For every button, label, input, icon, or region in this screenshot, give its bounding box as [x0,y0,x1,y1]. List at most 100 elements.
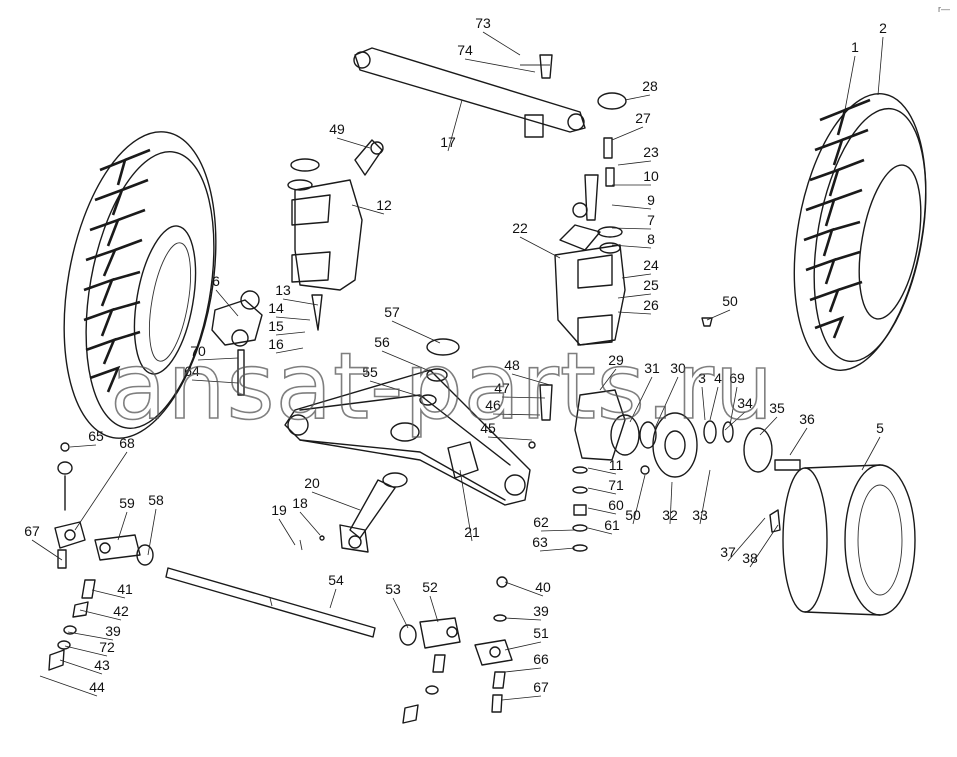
leader-p31 [629,376,653,423]
callout-p30: 30 [670,360,686,376]
callout-p48: 48 [504,357,520,373]
right-spacer-stack [572,466,588,552]
wheel-rim [782,464,916,616]
callout-p26: 26 [643,297,659,313]
leader-p13 [282,298,319,306]
leader-p69 [729,386,738,426]
leader-p9 [611,204,652,210]
leader-p49 [336,137,371,149]
callout-p44: 44 [89,679,105,695]
leader-p52 [429,595,439,623]
leader-p73 [482,31,521,56]
leader-p40 [504,581,544,597]
callout-p22: 22 [512,220,528,236]
callout-p31: 31 [644,360,660,376]
leader-p57 [391,320,441,344]
callout-p7: 7 [647,212,655,228]
callout-p16: 16 [268,336,284,352]
leader-p46 [492,413,541,416]
left-tire [63,131,217,439]
callout-p57: 57 [384,304,400,320]
leader-p70 [197,357,239,361]
leader-p21 [459,469,473,542]
leader-p27 [611,126,644,141]
callout-p10: 10 [643,168,659,184]
right-knuckle-bracket [554,92,627,346]
callout-p67a: 67 [24,523,40,539]
callout-p52: 52 [422,579,438,595]
callout-p65: 65 [88,428,104,444]
leader-p22 [519,236,561,259]
callout-p58: 58 [148,492,164,508]
leader-p26 [617,311,652,315]
callout-p33: 33 [692,507,708,523]
leader-p67b [501,695,542,701]
leader-p43 [59,659,103,675]
leader-p4 [709,386,719,421]
leader-p64 [191,379,239,384]
misc-small-parts [528,317,713,475]
watermark-text: ansat-parts.ru [110,333,774,440]
leader-p66 [504,667,542,673]
leader-p38 [749,524,779,568]
top-steering-arm [353,47,586,138]
leader-p54 [329,588,337,609]
leader-p19 [278,518,296,546]
leader-p61 [587,527,613,535]
leader-p29 [599,368,617,391]
leader-p7 [611,227,652,230]
leader-p53 [392,597,409,629]
callout-p59: 59 [119,495,135,511]
leader-p5 [861,436,881,471]
leader-p55 [369,380,426,399]
leader-p74 [464,58,536,73]
callout-p8: 8 [647,231,655,247]
leader-p23 [617,160,652,166]
callout-p9: 9 [647,192,655,208]
leader-p24 [621,273,652,279]
leader-p58 [147,508,157,556]
callout-p39a: 39 [533,603,549,619]
leader-p35 [759,416,778,436]
callout-p45: 45 [480,420,496,436]
callout-leaders [31,31,884,701]
leader-p71 [587,487,617,495]
leader-p56 [381,350,433,373]
callout-p37: 37 [720,544,736,560]
leader-p14 [275,316,311,321]
leader-p51 [504,641,542,651]
left-linkage [48,442,154,671]
leader-p42 [79,609,122,621]
callout-p61: 61 [604,517,620,533]
cross-shaft [165,567,376,638]
callout-p19: 19 [271,502,287,518]
callout-p29: 29 [608,352,624,368]
callout-p21: 21 [464,524,480,540]
callout-p64: 64 [184,363,200,379]
callout-p50a: 50 [722,293,738,309]
callout-p36: 36 [799,411,815,427]
leader-p30 [654,376,679,429]
leader-p1 [844,55,856,111]
callout-p24: 24 [643,257,659,273]
callout-p32: 32 [662,507,678,523]
leader-p36 [789,427,808,456]
callout-p3: 3 [698,370,706,386]
leader-p63 [539,547,576,552]
callout-p66: 66 [533,651,549,667]
leader-p32 [669,481,673,525]
callout-p38: 38 [742,550,758,566]
callout-p34: 34 [737,395,753,411]
leader-p8 [611,244,652,249]
callout-p17: 17 [440,134,456,150]
leader-p67a [31,539,63,561]
corner-mark: r— [938,4,950,14]
callout-p68: 68 [119,435,135,451]
leader-p41 [91,589,126,599]
callout-p55: 55 [362,364,378,380]
callout-p63: 63 [532,534,548,550]
callout-p13: 13 [275,282,291,298]
leader-p37 [727,517,766,562]
leader-p25 [617,293,652,299]
